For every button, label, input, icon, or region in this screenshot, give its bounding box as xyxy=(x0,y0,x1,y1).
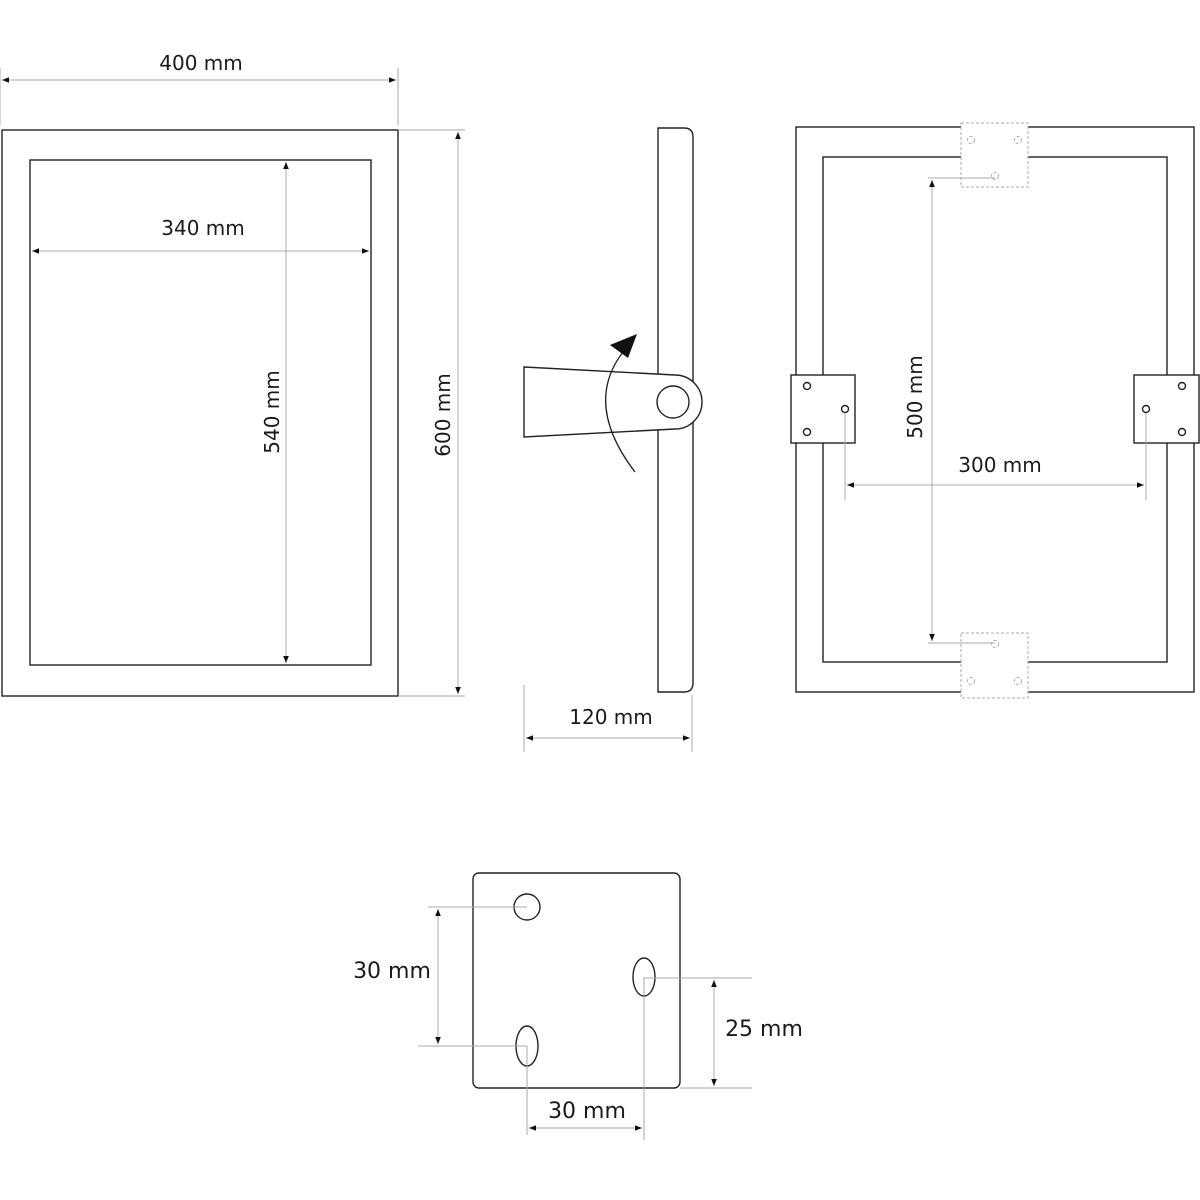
front-view: 400 mm 340 mm 540 mm 600 mm xyxy=(0,51,465,697)
bottom-horizontal-label: 30 mm xyxy=(548,1099,626,1124)
vertical-spacing-label: 500 mm xyxy=(903,355,927,439)
left-bracket xyxy=(790,374,856,444)
mirror-inner-glass xyxy=(29,159,372,666)
width-label: 400 mm xyxy=(159,51,243,75)
bracket-detail: 30 mm 25 mm 30 mm xyxy=(353,872,803,1140)
left-vertical-label: 30 mm xyxy=(353,959,431,984)
inner-width-label: 340 mm xyxy=(161,216,245,240)
pivot-circle xyxy=(656,385,690,419)
height-label: 600 mm xyxy=(431,373,455,457)
side-view: 120 mm xyxy=(523,127,703,752)
top-bracket-dashed xyxy=(960,122,1029,188)
bottom-bracket-dashed xyxy=(960,632,1029,699)
depth-label: 120 mm xyxy=(569,705,653,729)
inner-height-label: 540 mm xyxy=(260,370,284,454)
right-bracket xyxy=(1133,374,1200,444)
back-view: 500 mm 300 mm xyxy=(790,122,1200,699)
horizontal-spacing-label: 300 mm xyxy=(958,453,1042,477)
wall-arm xyxy=(523,366,703,438)
right-vertical-label: 25 mm xyxy=(725,1017,803,1042)
rotation-arrow-icon xyxy=(604,345,636,473)
